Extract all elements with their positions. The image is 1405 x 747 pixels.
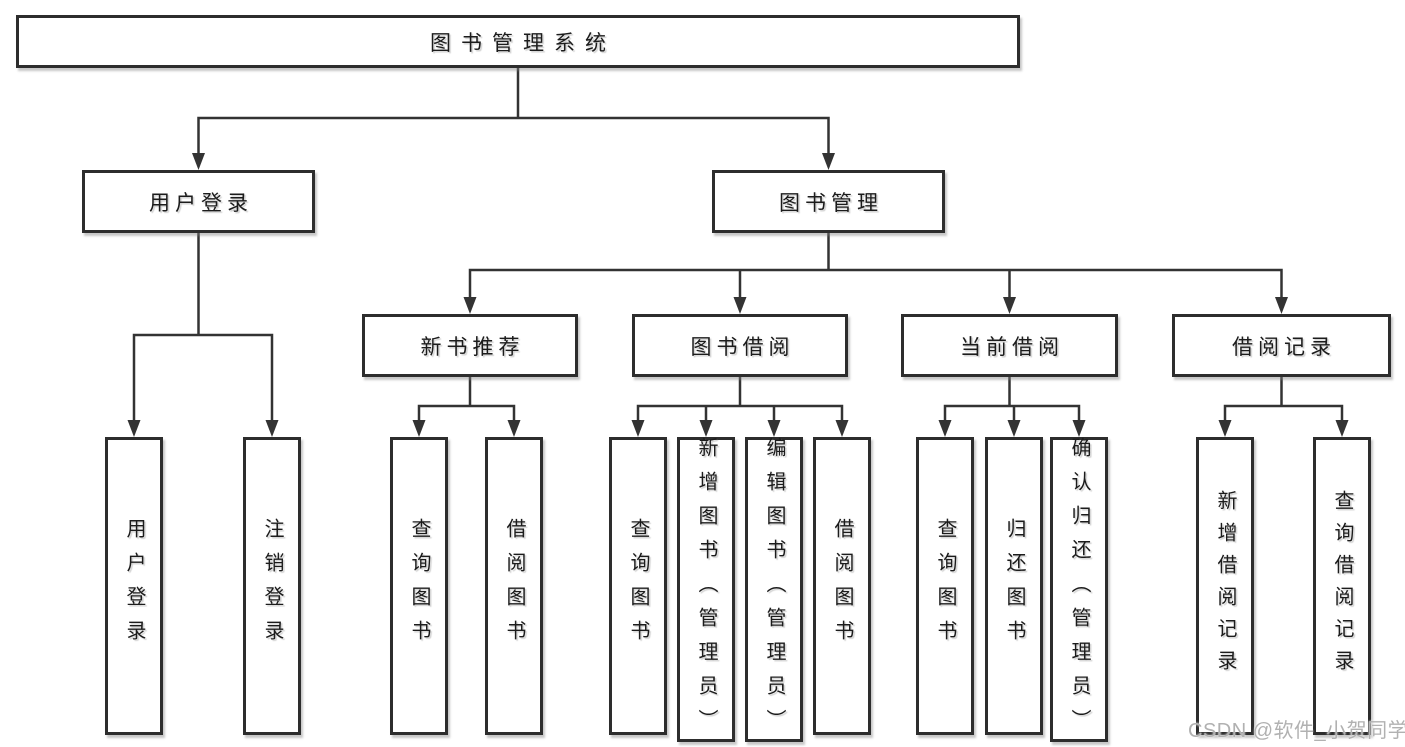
node-leaf-logout: 注销登录: [243, 437, 301, 735]
node-label-leaf-user-login: 用户登录: [123, 518, 145, 654]
node-label-bb-add: 新增图书（管理员）: [695, 436, 717, 743]
node-label-bb-query: 查询图书: [627, 518, 649, 654]
connector-new-book-rec: [417, 375, 516, 425]
node-label-new-book-rec: 新书推荐: [420, 335, 525, 359]
arrowhead-cb-return: [1007, 420, 1021, 437]
node-label-cb-confirm: 确认归还（管理员）: [1068, 436, 1090, 743]
node-user-login: 用户登录: [82, 170, 315, 233]
arrowhead-bb-borrow: [835, 420, 849, 437]
arrowhead-leaf-logout: [265, 420, 279, 437]
arrowhead-current-borrow: [1003, 297, 1016, 314]
node-label-borrow-record: 借阅记录: [1232, 335, 1336, 359]
arrowhead-new-book-rec: [463, 297, 477, 314]
node-label-nb-borrow: 借阅图书: [503, 518, 525, 654]
node-bb-borrow: 借阅图书: [813, 437, 871, 735]
connector-root: [197, 66, 830, 158]
node-nb-query: 查询图书: [390, 437, 448, 735]
node-label-book-mgmt: 图书管理: [779, 191, 883, 215]
connector-borrow-record: [1223, 375, 1344, 425]
node-cb-return: 归还图书: [985, 437, 1043, 735]
node-book-mgmt: 图书管理: [712, 170, 945, 233]
arrowhead-nb-query: [412, 420, 426, 437]
node-label-bb-borrow: 借阅图书: [831, 518, 853, 654]
watermark: CSDN @软件_小贺同学: [1188, 720, 1405, 742]
arrowhead-bb-add: [699, 420, 713, 437]
connector-book-mgmt: [468, 231, 1283, 302]
arrowhead-user-login: [192, 153, 205, 170]
node-label-cb-return: 归还图书: [1003, 518, 1025, 654]
node-bb-add: 新增图书（管理员）: [677, 436, 735, 743]
arrowhead-leaf-user-login: [127, 420, 141, 437]
connector-current-borrow: [943, 375, 1081, 425]
arrowhead-br-add: [1218, 420, 1232, 437]
connector-user-login: [132, 231, 274, 425]
arrowhead-book-mgmt: [822, 153, 835, 170]
arrowhead-br-query: [1335, 420, 1349, 437]
arrowhead-bb-edit: [767, 420, 781, 437]
node-current-borrow: 当前借阅: [901, 314, 1118, 377]
node-label-cb-query: 查询图书: [934, 518, 956, 654]
node-borrow-record: 借阅记录: [1172, 314, 1391, 377]
arrowhead-cb-query: [938, 420, 952, 437]
node-book-borrow: 图书借阅: [632, 314, 848, 377]
node-bb-query: 查询图书: [609, 437, 667, 735]
arrowhead-book-borrow: [733, 297, 747, 314]
node-bb-edit: 编辑图书（管理员）: [745, 436, 803, 743]
node-label-user-login: 用户登录: [149, 191, 253, 215]
node-leaf-user-login: 用户登录: [105, 437, 163, 735]
node-cb-confirm: 确认归还（管理员）: [1050, 436, 1108, 743]
node-root: 图书管理系统: [16, 15, 1020, 68]
arrowhead-cb-confirm: [1072, 420, 1086, 437]
node-cb-query: 查询图书: [916, 437, 974, 735]
node-br-add: 新增借阅记录: [1196, 437, 1254, 735]
node-new-book-rec: 新书推荐: [362, 314, 578, 377]
arrowhead-borrow-record: [1275, 297, 1288, 314]
node-br-query: 查询借阅记录: [1313, 437, 1371, 735]
arrowhead-nb-borrow: [507, 420, 521, 437]
arrowhead-bb-query: [631, 420, 645, 437]
node-label-br-query: 查询借阅记录: [1331, 490, 1353, 682]
node-label-leaf-logout: 注销登录: [261, 518, 283, 654]
node-label-book-borrow: 图书借阅: [690, 335, 795, 359]
node-label-current-borrow: 当前借阅: [960, 335, 1064, 359]
node-label-nb-query: 查询图书: [408, 518, 430, 654]
node-label-root: 图书管理系统: [430, 31, 616, 55]
node-label-br-add: 新增借阅记录: [1214, 490, 1236, 682]
connector-book-borrow: [636, 375, 844, 425]
node-nb-borrow: 借阅图书: [485, 437, 543, 735]
node-label-bb-edit: 编辑图书（管理员）: [763, 436, 785, 743]
